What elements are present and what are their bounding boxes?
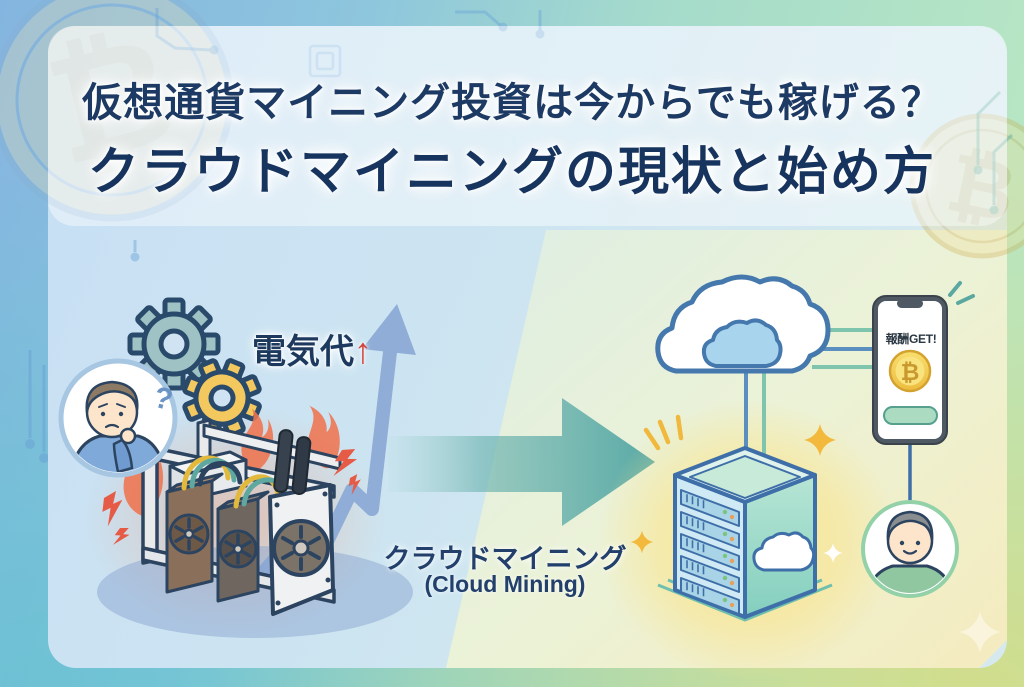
mining-rig [141, 418, 342, 616]
server-rack-slots [680, 489, 740, 615]
server-led-lights [722, 509, 735, 608]
bitcoin-watermark-icon: ₿ [909, 113, 1024, 259]
bitcoin-watermark-icon: ₿ [0, 0, 234, 222]
cloud-badge-icon [752, 531, 816, 572]
up-arrow-icon: ↑ [354, 330, 372, 371]
sparkle-icon [630, 281, 1001, 653]
question-avatar: ? [58, 358, 178, 478]
transition-arrow-icon [388, 398, 655, 526]
user-avatar [861, 500, 959, 598]
cloud-mining-label-jp: クラウドマイニング [383, 544, 627, 574]
page-title-line2: クラウドマイニングの現状と始め方 [87, 143, 936, 200]
circuit-node [130, 22, 545, 262]
circuit-trace [28, 350, 46, 452]
page-title-line1: 仮想通貨マイニング投資は今からでも稼げる？ [82, 81, 942, 125]
electricity-cost-text: 電気代 [252, 333, 354, 371]
heat-pipe-icon [273, 429, 312, 495]
cloud-icon [655, 274, 831, 374]
reward-button [883, 406, 938, 425]
gear-icon [182, 358, 262, 438]
bitcoin-coin-icon: ₿ [888, 349, 932, 393]
phone-reward-text: 報酬GET! [885, 332, 937, 346]
svg-text:₿: ₿ [901, 359, 920, 385]
mining-rig-scene: ? [58, 297, 416, 638]
circuit-trace [976, 90, 1014, 205]
title-band [48, 26, 1007, 226]
circuit-node [39, 453, 49, 463]
phone-notch [897, 299, 923, 308]
server-icon [673, 446, 817, 619]
cloud-mining-label-en: (Cloud Mining) [424, 571, 586, 597]
cloud-mining-scene: ₿ [598, 274, 1001, 680]
electricity-cost-label: 電気代↑ [252, 324, 372, 373]
circuit-node [25, 439, 35, 449]
circuit-chip-icon [308, 44, 342, 78]
smartphone: ₿ [872, 295, 948, 445]
circuit-node [973, 165, 999, 215]
lightning-icon [102, 448, 361, 545]
circuit-trace [133, 8, 542, 252]
